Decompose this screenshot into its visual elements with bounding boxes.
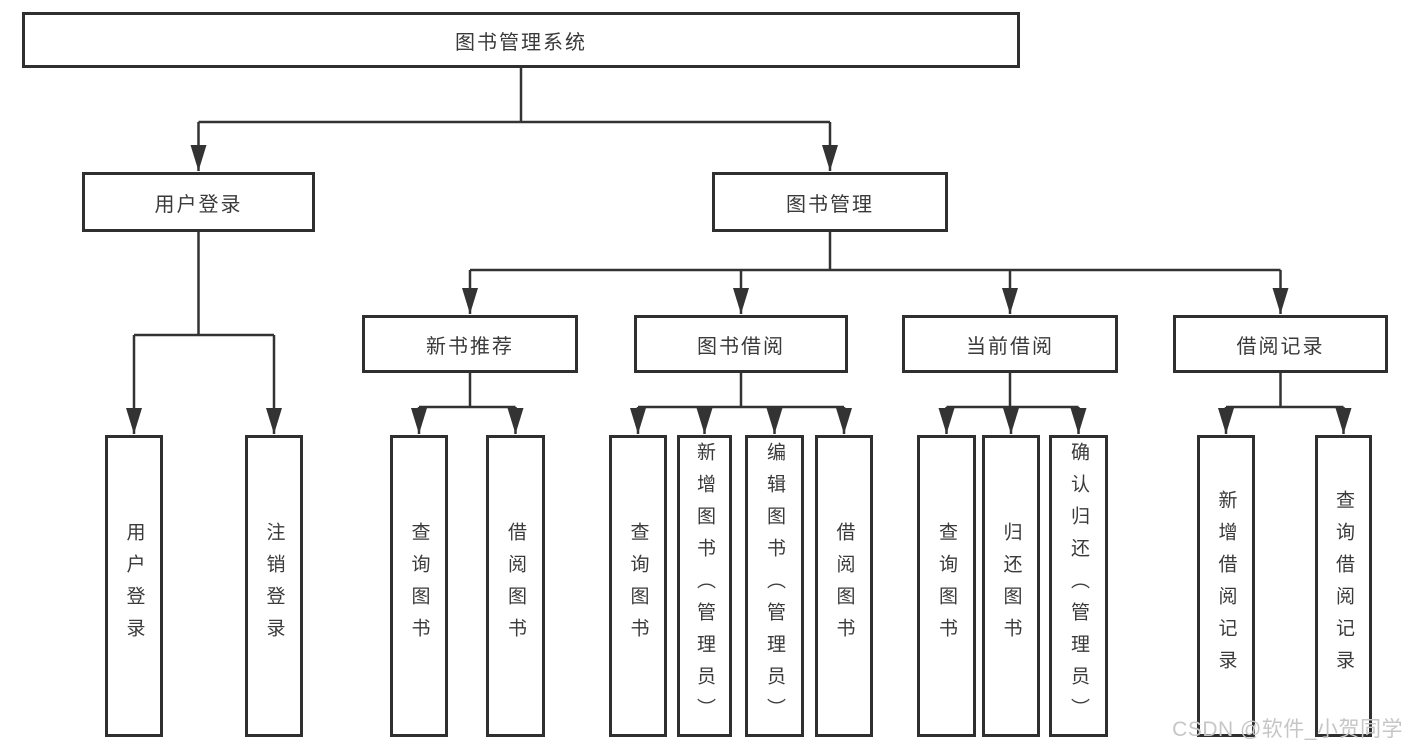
leaf-recommend-borrow-books: 借阅图书 bbox=[486, 435, 545, 737]
node-user-login: 用户登录 bbox=[82, 172, 315, 232]
leaf-return-books: 归还图书 bbox=[982, 435, 1040, 737]
node-book-management: 图书管理 bbox=[712, 172, 948, 232]
leaf-user-login: 用户登录 bbox=[105, 435, 163, 737]
leaf-current-query-books: 查询图书 bbox=[917, 435, 976, 737]
leaf-add-borrow-record: 新增借阅记录 bbox=[1197, 435, 1255, 737]
leaf-edit-books-admin: 编辑图书（管理员） bbox=[745, 435, 804, 737]
leaf-add-books-admin: 新增图书（管理员） bbox=[677, 435, 732, 737]
node-current-borrow: 当前借阅 bbox=[902, 315, 1118, 373]
node-new-book-recommend: 新书推荐 bbox=[362, 315, 578, 373]
node-borrow-records: 借阅记录 bbox=[1173, 315, 1388, 373]
leaf-query-borrow-record: 查询借阅记录 bbox=[1315, 435, 1372, 737]
csdn-watermark: CSDN @软件_小贺同学 bbox=[1172, 718, 1403, 741]
leaf-recommend-query-books: 查询图书 bbox=[390, 435, 448, 737]
leaf-borrow-query-books: 查询图书 bbox=[609, 435, 667, 737]
leaf-borrow-books: 借阅图书 bbox=[815, 435, 873, 737]
node-library-system: 图书管理系统 bbox=[22, 12, 1020, 68]
leaf-logout: 注销登录 bbox=[245, 435, 303, 737]
node-book-borrow: 图书借阅 bbox=[634, 315, 848, 373]
leaf-confirm-return-admin: 确认归还（管理员） bbox=[1049, 435, 1108, 737]
